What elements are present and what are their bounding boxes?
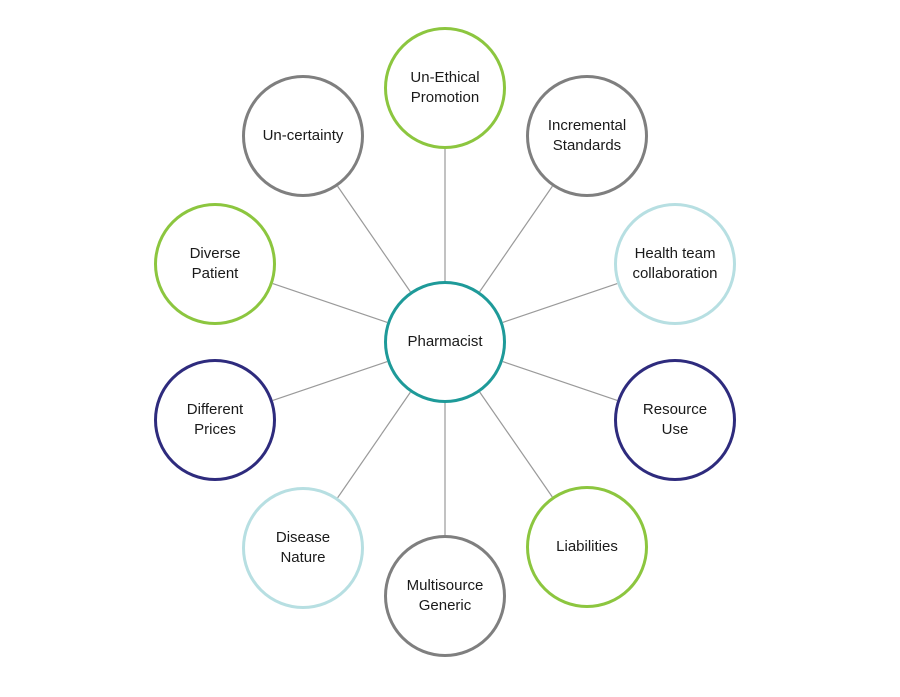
node-label: Un-certainty: [262, 127, 344, 144]
connector-line-diverse-patient: [272, 283, 388, 323]
node-label: Diverse Patient: [189, 245, 241, 282]
node-label: Health team collaboration: [632, 245, 718, 282]
connector-line-incremental-standards: [479, 185, 553, 293]
node-label: Incremental Standards: [547, 117, 627, 154]
node-label: Multisource Generic: [406, 577, 484, 614]
node-label: Un-Ethical Promotion: [410, 69, 480, 106]
connector-line-different-prices: [272, 361, 388, 401]
node-label: Disease Nature: [275, 529, 331, 566]
node-liabilities: Liabilities: [526, 486, 648, 608]
node-diverse-patient: Diverse Patient: [154, 203, 276, 325]
node-un-certainty: Un-certainty: [242, 75, 364, 197]
node-health-team-collaboration: Health team collaboration: [614, 203, 736, 325]
node-incremental-standards: Incremental Standards: [526, 75, 648, 197]
connector-line-health-team-collaboration: [502, 283, 618, 323]
node-disease-nature: Disease Nature: [242, 487, 364, 609]
node-different-prices: Different Prices: [154, 359, 276, 481]
node-multisource-generic: Multisource Generic: [384, 535, 506, 657]
node-label: Liabilities: [556, 538, 618, 555]
node-unethical-promotion: Un-Ethical Promotion: [384, 27, 506, 149]
node-label: Resource Use: [642, 401, 708, 438]
node-resource-use: Resource Use: [614, 359, 736, 481]
center-node-label: Pharmacist: [407, 333, 483, 350]
connector-line-liabilities: [479, 391, 553, 498]
connector-line-resource-use: [502, 361, 618, 401]
center-node-pharmacist: Pharmacist: [384, 281, 506, 403]
connector-line-un-certainty: [337, 185, 411, 293]
node-label: Different Prices: [186, 401, 244, 438]
connector-line-disease-nature: [337, 391, 411, 499]
